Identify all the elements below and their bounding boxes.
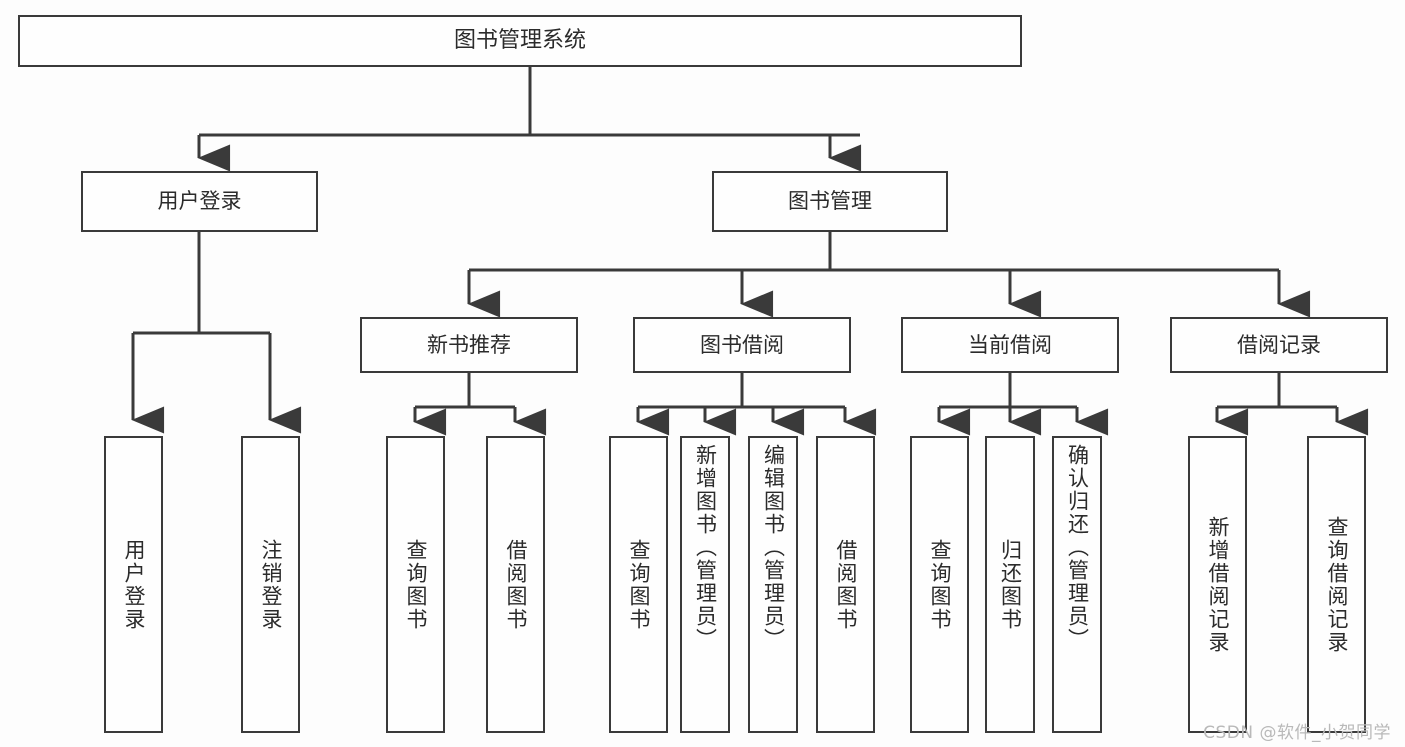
leaf-borrow-book-newbook[interactable]: 借阅图书 bbox=[486, 436, 545, 733]
leaf-query-book-newbook[interactable]: 查询图书 bbox=[386, 436, 445, 733]
node-new-book-recommend-label: 新书推荐 bbox=[427, 332, 511, 357]
leaf-query-book-borrow-label: 查询图书 bbox=[627, 538, 651, 631]
leaf-add-borrow-record[interactable]: 新增借阅记录 bbox=[1188, 436, 1247, 733]
node-current-borrow-label: 当前借阅 bbox=[968, 332, 1052, 357]
edges-userlogin-to-leaves bbox=[131, 232, 302, 434]
node-borrow-records-label: 借阅记录 bbox=[1237, 332, 1321, 357]
node-root-label: 图书管理系统 bbox=[453, 28, 586, 54]
leaf-query-book-newbook-label: 查询图书 bbox=[404, 538, 428, 631]
leaf-borrow-book-label: 借阅图书 bbox=[834, 538, 858, 631]
node-current-borrow[interactable]: 当前借阅 bbox=[901, 317, 1119, 373]
leaf-query-book-borrow[interactable]: 查询图书 bbox=[609, 436, 668, 733]
leaf-borrow-book[interactable]: 借阅图书 bbox=[816, 436, 875, 733]
node-book-borrow[interactable]: 图书借阅 bbox=[633, 317, 851, 373]
leaf-logout-label: 注销登录 bbox=[259, 538, 283, 631]
node-book-management[interactable]: 图书管理 bbox=[712, 171, 948, 232]
edges-newbook-to-leaves bbox=[413, 373, 547, 436]
leaf-query-borrow-record-label: 查询借阅记录 bbox=[1325, 515, 1349, 654]
leaf-query-book-current[interactable]: 查询图书 bbox=[910, 436, 969, 733]
leaf-add-book-admin[interactable]: 新增图书（管理员） bbox=[680, 436, 730, 733]
node-new-book-recommend[interactable]: 新书推荐 bbox=[360, 317, 578, 373]
edges-bookmgmt-to-level3 bbox=[467, 232, 1311, 318]
node-root[interactable]: 图书管理系统 bbox=[18, 15, 1022, 67]
leaf-edit-book-admin[interactable]: 编辑图书（管理员） bbox=[748, 436, 798, 733]
leaf-add-borrow-record-label: 新增借阅记录 bbox=[1206, 515, 1230, 654]
leaf-confirm-return-admin[interactable]: 确认归还（管理员） bbox=[1052, 436, 1102, 733]
node-borrow-records[interactable]: 借阅记录 bbox=[1170, 317, 1388, 373]
leaf-edit-book-admin-label: 编辑图书（管理员） bbox=[761, 444, 786, 651]
watermark: CSDN @软件_小贺同学 bbox=[1203, 723, 1391, 743]
node-user-login[interactable]: 用户登录 bbox=[81, 171, 318, 232]
leaf-query-book-current-label: 查询图书 bbox=[928, 538, 952, 631]
edges-root-to-level2 bbox=[197, 67, 862, 172]
leaf-return-book-label: 归还图书 bbox=[998, 538, 1023, 631]
leaf-user-login[interactable]: 用户登录 bbox=[104, 436, 163, 733]
leaf-logout[interactable]: 注销登录 bbox=[241, 436, 300, 733]
node-book-management-label: 图书管理 bbox=[788, 189, 872, 214]
leaf-user-login-label: 用户登录 bbox=[122, 538, 146, 631]
edges-current-to-leaves bbox=[937, 373, 1109, 436]
leaf-borrow-book-newbook-label: 借阅图书 bbox=[504, 538, 528, 631]
leaf-confirm-return-admin-label: 确认归还（管理员） bbox=[1065, 444, 1090, 651]
leaf-add-book-admin-label: 新增图书（管理员） bbox=[693, 444, 718, 651]
leaf-query-borrow-record[interactable]: 查询借阅记录 bbox=[1307, 436, 1366, 733]
edges-records-to-leaves bbox=[1215, 373, 1369, 436]
node-user-login-label: 用户登录 bbox=[157, 189, 242, 214]
node-book-borrow-label: 图书借阅 bbox=[700, 332, 784, 357]
leaf-return-book[interactable]: 归还图书 bbox=[985, 436, 1035, 733]
edges-borrow-to-leaves bbox=[636, 373, 877, 436]
